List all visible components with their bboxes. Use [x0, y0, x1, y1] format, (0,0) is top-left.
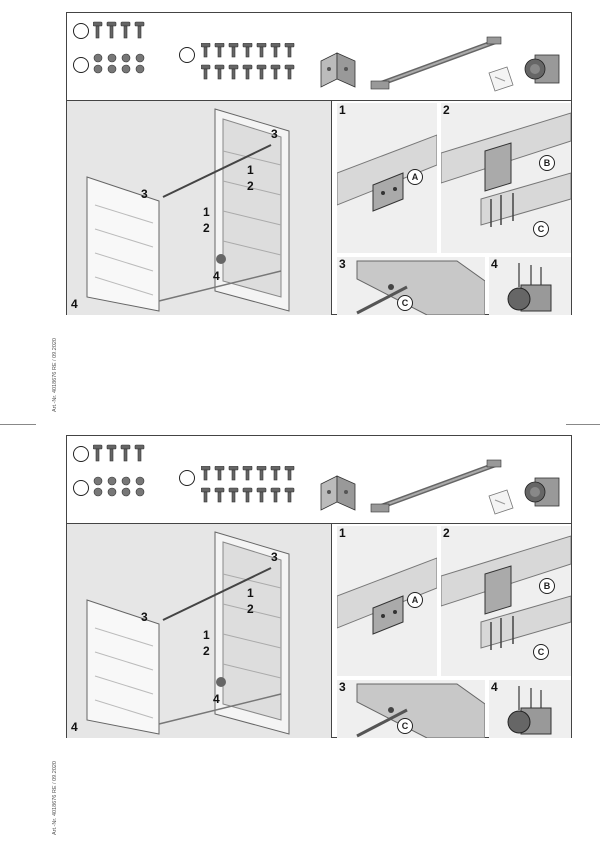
detail-number: 2	[443, 103, 450, 117]
part-label-a	[73, 446, 89, 462]
detail-panel-3: 3 C	[337, 257, 486, 316]
overview-callout: 2	[247, 179, 254, 193]
detail-2-callout-b: B	[539, 155, 555, 171]
screws-c-icon	[201, 466, 295, 503]
detail-panel-4: 4	[489, 680, 571, 738]
overview-callout: 1	[203, 628, 210, 642]
detail-panel-1: 1 A	[336, 526, 438, 676]
detail-number: 4	[491, 680, 498, 694]
detail-2-callout-c: C	[533, 221, 549, 237]
door-stay-arm-icon	[370, 459, 502, 513]
overview-callout: 4	[213, 269, 220, 283]
overview-callout: 1	[247, 586, 254, 600]
detail-3-callout: C	[397, 295, 413, 311]
detail-1-callout: A	[407, 592, 423, 608]
overview-callout: 3	[271, 127, 278, 141]
screws-a-icon	[93, 21, 145, 39]
overview-callout: 3	[271, 550, 278, 564]
detail-3-callout: C	[397, 718, 413, 734]
assembly-scene: 3 1 2 3 1 2 4 4 1 A 2	[67, 100, 572, 316]
detail-2-callout-b: B	[539, 578, 555, 594]
overview-callout: 2	[247, 602, 254, 616]
article-number: Art.-Nr. 4018676 RE / 09.2020	[52, 761, 58, 835]
part-label-c	[179, 47, 195, 63]
detail-panel-4: 4	[489, 257, 571, 315]
detail-panel-3: 3 C	[337, 680, 486, 739]
detail-panel-1: 1 A	[336, 103, 438, 253]
nuts-b-icon	[93, 476, 145, 497]
assembly-scene: 3 1 2 3 1 2 4 4 1 A 2	[67, 523, 572, 739]
overview-callout: 4	[71, 297, 78, 311]
overview-callout: 4	[213, 692, 220, 706]
cabinet-doors-drawing	[86, 108, 290, 312]
part-label-a	[73, 23, 89, 39]
overview-callout: 3	[141, 187, 148, 201]
detail-1-callout: A	[407, 169, 423, 185]
detail-number: 3	[339, 257, 346, 271]
instruction-sheet-bottom: 3 1 2 3 1 2 4 4 1 A 2	[66, 435, 572, 739]
instruction-sheet-top: 3 1 2 3 1 2 4 4 1 A 2	[66, 12, 572, 316]
detail-number: 1	[339, 103, 346, 117]
door-stay-arm-icon	[370, 36, 502, 90]
angle-bracket-icon	[320, 475, 356, 511]
detail-number: 2	[443, 526, 450, 540]
part-label-b	[73, 480, 89, 496]
detail-2-drawing	[440, 535, 572, 650]
detail-panel-2: 2 B C	[440, 103, 572, 253]
screw-bag-icon	[488, 66, 514, 92]
overview-illustration: 3 1 2 3 1 2 4 4	[67, 524, 332, 738]
detail-4-drawing	[507, 686, 552, 735]
hinge-block-icon	[524, 477, 560, 507]
detail-2-drawing	[440, 112, 572, 227]
parts-list	[67, 13, 571, 99]
cut-line-left	[0, 424, 36, 425]
part-label-c	[179, 470, 195, 486]
detail-panel-2: 2 B C	[440, 526, 572, 676]
overview-illustration: 3 1 2 3 1 2 4 4	[67, 101, 332, 315]
overview-callout: 1	[203, 205, 210, 219]
article-number: Art.-Nr. 4018676 RE / 09.2020	[52, 338, 58, 412]
parts-list	[67, 436, 571, 522]
screw-bag-icon	[488, 489, 514, 515]
nuts-b-icon	[93, 53, 145, 74]
cut-line-right	[566, 424, 600, 425]
overview-callout: 1	[247, 163, 254, 177]
part-label-b	[73, 57, 89, 73]
detail-1-drawing	[336, 134, 438, 212]
detail-number: 3	[339, 680, 346, 694]
hinge-block-icon	[524, 54, 560, 84]
overview-callout: 2	[203, 644, 210, 658]
detail-4-drawing	[507, 263, 552, 312]
detail-number: 1	[339, 526, 346, 540]
screws-a-icon	[93, 444, 145, 462]
detail-number: 4	[491, 257, 498, 271]
overview-callout: 4	[71, 720, 78, 734]
screws-c-icon	[201, 43, 295, 80]
detail-2-callout-c: C	[533, 644, 549, 660]
angle-bracket-icon	[320, 52, 356, 88]
cabinet-doors-drawing	[86, 531, 290, 735]
overview-callout: 2	[203, 221, 210, 235]
detail-1-drawing	[336, 557, 438, 635]
overview-callout: 3	[141, 610, 148, 624]
